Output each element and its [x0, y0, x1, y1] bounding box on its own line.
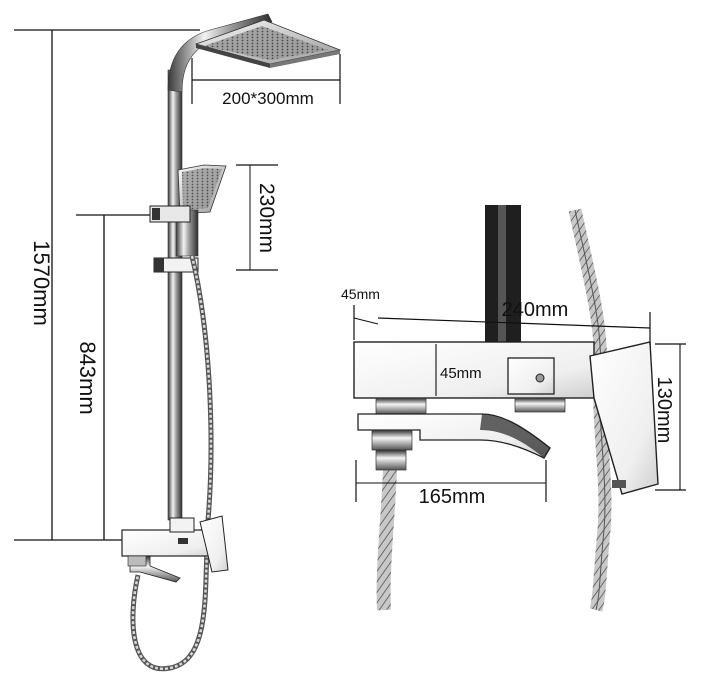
- detail-hose-lower: [376, 469, 397, 611]
- label-body-width: 240mm: [502, 299, 569, 321]
- full-shower-system: 1570mm 843mm 200*300mm: [14, 13, 342, 672]
- label-body-height: 130mm: [653, 377, 675, 444]
- dim-body-width: [377, 312, 651, 345]
- dim-hand-shower: [236, 164, 278, 271]
- label-body-offset: 45mm: [341, 286, 380, 302]
- label-body-inner: 45mm: [440, 365, 482, 382]
- label-mixer-height: 843mm: [75, 341, 100, 414]
- label-rain-head-size: 200*300mm: [222, 89, 314, 108]
- mixer-body-small: [121, 515, 229, 583]
- mixer-detail: 45mm 240mm 45mm 130mm 165mm: [341, 205, 686, 612]
- dim-mixer-height: [76, 214, 152, 540]
- dim-overall-height: [14, 29, 200, 541]
- dim-body-height: [655, 343, 686, 491]
- label-overall-height: 1570mm: [29, 240, 54, 326]
- dim-rain-head: [191, 54, 341, 104]
- label-spout-length: 165mm: [419, 486, 486, 508]
- detail-diverter-knob: [507, 357, 555, 395]
- dim-spout-length: [355, 460, 547, 502]
- detail-lever-handle: [589, 341, 659, 495]
- rain-shower-head: [194, 19, 342, 68]
- label-hand-shower-height: 230mm: [255, 183, 278, 253]
- dim-body-offset: [353, 305, 379, 340]
- riser-pipe: [167, 69, 183, 521]
